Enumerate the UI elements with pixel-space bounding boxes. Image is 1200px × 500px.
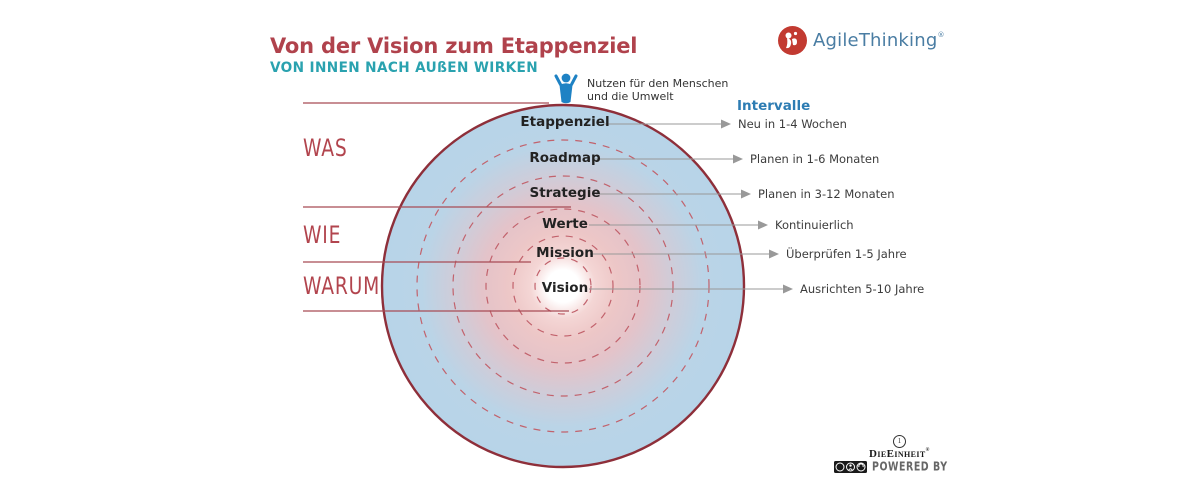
- brand-text: DieEinheit: [869, 448, 926, 460]
- outer-circle: [380, 103, 746, 469]
- interval-roadmap: Planen in 1-6 Monaten: [750, 152, 880, 166]
- ring-label-roadmap: Roadmap: [529, 150, 601, 166]
- ring-label-vision: Vision: [541, 280, 589, 296]
- arrowhead-icons: [721, 119, 793, 294]
- question-label-warum: WARUM: [303, 272, 381, 300]
- note-line-1: Nutzen für den Menschen: [587, 77, 729, 90]
- dieeinheit-unit-icon: 1: [893, 435, 906, 448]
- question-label-was: WAS: [303, 134, 348, 162]
- top-note: Nutzen für den Menschen und die Umwelt: [587, 77, 728, 103]
- page-subtitle: VON INNEN NACH AUßEN WIRKEN: [270, 60, 539, 76]
- ring-label-werte: Werte: [542, 216, 588, 232]
- ring-roadmap-boundary: [452, 175, 674, 397]
- interval-vision: Ausrichten 5-10 Jahre: [800, 282, 925, 296]
- ring-label-strategie: Strategie: [529, 185, 601, 201]
- left-separator-lines: [303, 102, 571, 312]
- arrow-icon: [769, 249, 779, 259]
- ring-etappenziel-boundary: [416, 139, 710, 433]
- dashed-rings: [416, 139, 710, 433]
- arrow-icon: [783, 284, 793, 294]
- interval-werte: Kontinuierlich: [775, 218, 854, 232]
- logo-figure-icon: [778, 26, 807, 55]
- interval-strategie: Planen in 3-12 Monaten: [758, 187, 895, 201]
- brand-registered-mark: ®: [925, 448, 930, 453]
- ring-werte-boundary: [512, 235, 614, 337]
- interval-mission: Überprüfen 1-5 Jahre: [786, 247, 907, 261]
- note-line-2: und die Umwelt: [587, 90, 674, 103]
- logo-text: AgileThinking®: [813, 30, 945, 51]
- question-label-wie: WIE: [303, 221, 342, 249]
- arrow-icon: [741, 189, 751, 199]
- person-arms-up-icon: [554, 73, 578, 104]
- powered-by-label: Powered by: [872, 460, 948, 474]
- page-title: Von der Vision zum Etappenziel: [270, 34, 638, 58]
- registered-mark: ®: [937, 31, 945, 39]
- cc-by-sa-badge-icon: [834, 461, 867, 473]
- ring-label-etappenziel: Etappenziel: [520, 114, 610, 130]
- arrow-icon: [721, 119, 731, 129]
- logo-name: AgileThinking: [813, 30, 938, 51]
- intervals-header: Intervalle: [737, 98, 811, 114]
- arrow-icon: [733, 154, 743, 164]
- ring-label-mission: Mission: [536, 245, 594, 261]
- arrow-icon: [758, 220, 768, 230]
- ring-mission-boundary: [534, 257, 592, 315]
- interval-pointer-lines: [589, 123, 784, 290]
- ring-strategie-boundary: [485, 208, 641, 364]
- dieeinheit-brand: DieEinheit®: [869, 448, 930, 460]
- agilethinking-logo: AgileThinking®: [778, 26, 945, 55]
- interval-etappenziel: Neu in 1-4 Wochen: [738, 117, 847, 131]
